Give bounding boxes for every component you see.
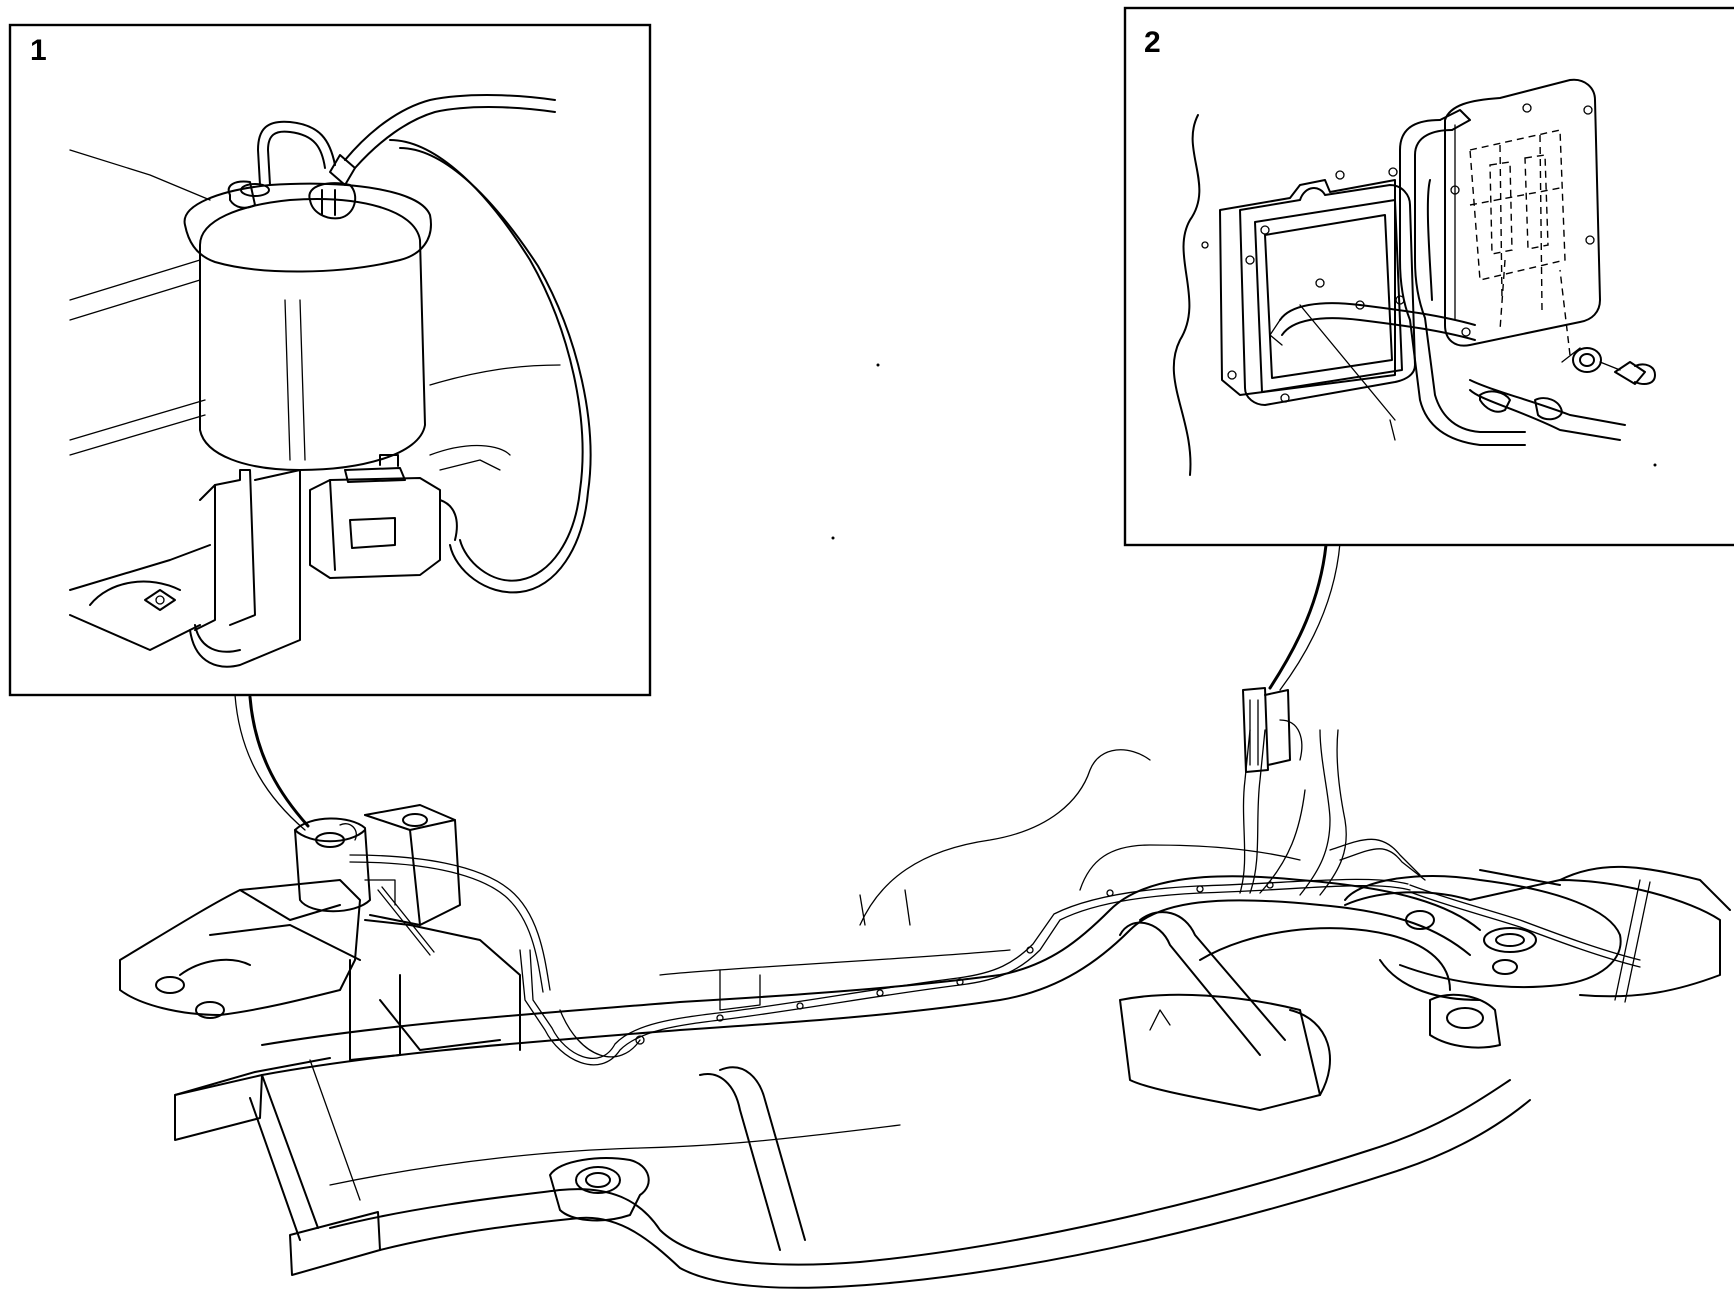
callout-label-2: 2 — [1144, 26, 1161, 59]
leader-lines — [234, 542, 1341, 831]
inset-1-canister — [8, 23, 652, 697]
fuel-pump-on-frame — [1242, 687, 1303, 773]
callout-label-1: 1 — [30, 34, 47, 67]
front-body-structure — [119, 804, 521, 1061]
vehicle-frame — [174, 749, 1731, 1289]
vapor-lines — [339, 729, 1651, 1066]
inset-2-access-panel — [1123, 6, 1734, 547]
